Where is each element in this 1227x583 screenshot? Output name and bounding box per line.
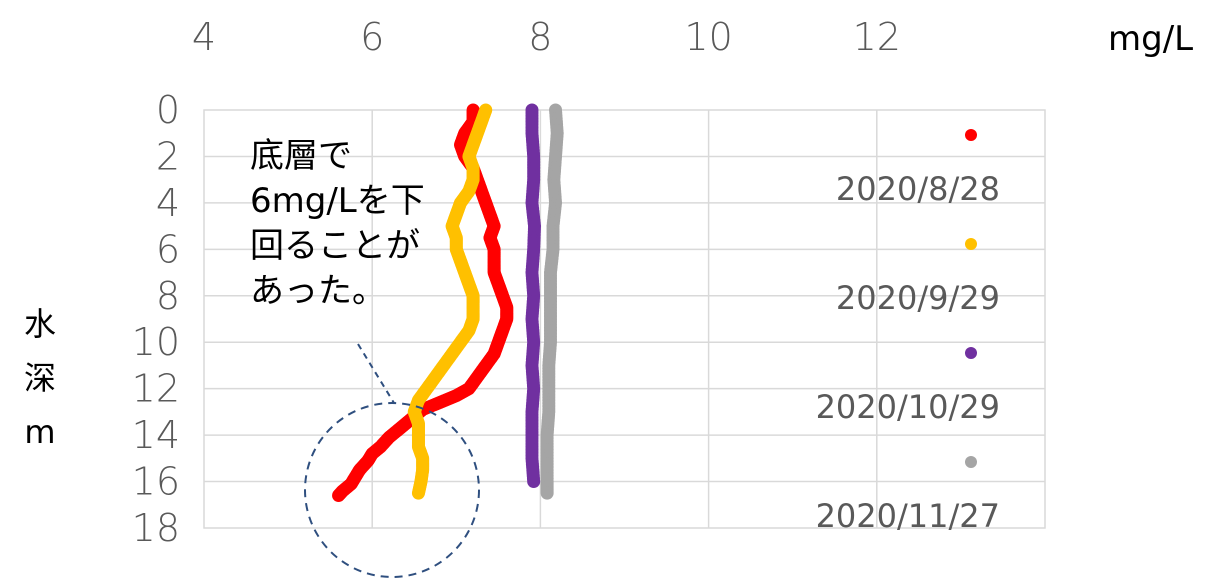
legend-label: 2020/10/29 [816,388,1000,426]
y-tick-label: 2 [156,134,180,178]
series-layer [332,103,564,502]
series-2 [407,103,493,500]
data-point [527,475,541,489]
y-tick-label: 10 [132,320,180,364]
x-axis-unit: mg/L [1108,19,1193,59]
y-axis-label: 水深m [24,305,56,451]
y-tick-label: 6 [156,227,180,271]
legend-label: 2020/9/29 [836,279,1000,317]
x-axis-ticks: 4 6 8 10 12 [192,15,901,59]
x-tick-label: 10 [684,15,732,59]
annotation-leader-line [357,343,395,404]
legend-label: 2020/8/28 [836,170,1000,208]
series-3 [525,103,542,489]
x-tick-label: 8 [528,15,552,59]
y-tick-label: 14 [132,413,180,457]
y-axis-label-line: m [24,413,55,451]
legend-marker [965,238,977,250]
x-tick-label: 4 [192,15,216,59]
y-axis-label-line: 深 [24,359,56,397]
legend-marker [965,456,977,468]
y-tick-label: 4 [156,181,180,225]
y-tick-label: 16 [132,460,180,504]
legend-marker [965,347,977,359]
data-point [540,486,554,500]
plot-area [203,109,1046,529]
annotation-line: 回ることが [250,226,420,266]
x-tick-label: 6 [360,15,384,59]
series-4 [540,103,564,500]
data-point [332,488,346,502]
annotation-line: 6mg/Lを下 [250,181,425,221]
y-tick-label: 18 [132,506,180,550]
y-tick-label: 8 [156,274,180,318]
data-point [411,486,425,500]
y-tick-label: 12 [132,367,180,411]
x-tick-label: 12 [853,15,901,59]
legend-marker [965,129,977,141]
y-tick-label: 0 [156,88,180,132]
legend: 2020/8/28 2020/9/29 2020/10/29 2020/11/27 [816,129,1000,535]
legend-label: 2020/11/27 [816,497,1000,535]
y-axis-label-line: 水 [24,305,56,343]
annotation-circle [304,402,480,578]
annotation-line: あった。 [250,271,386,311]
annotation-line: 底層で [250,136,352,176]
